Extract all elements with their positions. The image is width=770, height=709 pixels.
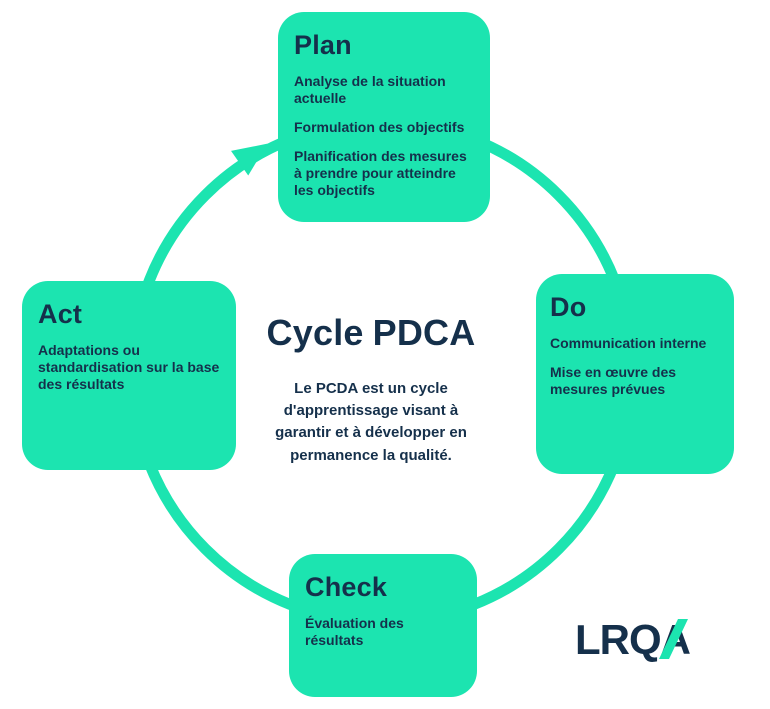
node-check-title: Check	[305, 572, 388, 602]
node-plan-title: Plan	[294, 30, 352, 60]
lrqa-logo: LRQA	[575, 616, 692, 663]
node-act-item: Adaptations ou standardisation sur la ba…	[38, 342, 220, 393]
node-do-item: Mise en œuvre des mesures prévues	[550, 364, 677, 398]
lrqa-logo-slash-icon	[659, 619, 688, 659]
cycle-arrow-icon	[231, 143, 268, 176]
node-plan-item: Analyse de la situation actuelle	[294, 73, 446, 107]
node-plan-item: Planification des mesures à prendre pour…	[294, 148, 467, 199]
node-act: Act Adaptations ou standardisation sur l…	[22, 281, 236, 470]
node-act-title: Act	[38, 299, 83, 329]
node-plan-item: Formulation des objectifs	[294, 119, 465, 136]
diagram-title-word2: PDCA	[372, 312, 476, 353]
node-do: Do Communication interne Mise en œuvre d…	[536, 274, 734, 474]
node-plan: Plan Analyse de la situation actuelle Fo…	[278, 12, 490, 222]
node-check-item: Évaluation des résultats	[305, 615, 404, 649]
diagram-title-word1: Cycle	[266, 312, 364, 353]
diagram-description: Le PCDA est un cycle d'apprentissage vis…	[275, 380, 467, 464]
node-do-title: Do	[550, 292, 587, 322]
node-do-item: Communication interne	[550, 335, 707, 351]
node-check: Check Évaluation des résultats	[289, 554, 477, 697]
